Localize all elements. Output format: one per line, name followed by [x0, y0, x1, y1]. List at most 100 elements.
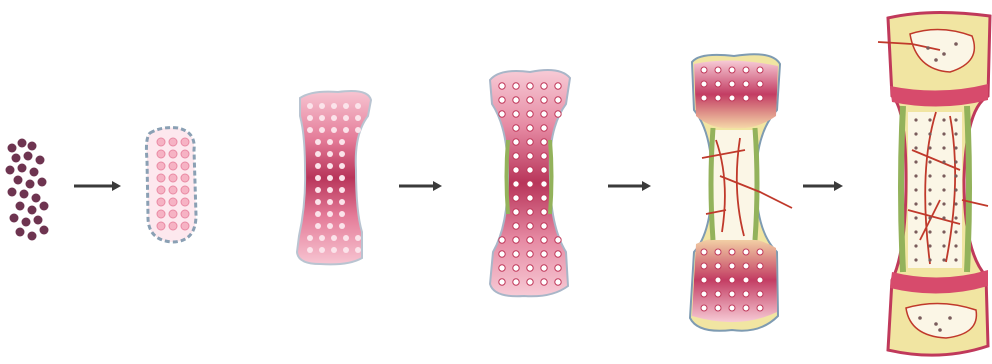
cell-dot	[928, 216, 931, 219]
cell-dot	[307, 115, 313, 121]
cell-dot	[928, 230, 931, 233]
cell-dot	[327, 139, 333, 145]
cell-dot	[942, 146, 945, 149]
cell-dot	[343, 127, 349, 133]
cell-dot	[527, 223, 533, 229]
cell-dot	[339, 223, 345, 229]
cell-dot	[729, 81, 735, 87]
cell-dot	[14, 176, 23, 185]
cell-dot	[743, 263, 749, 269]
cell-dot	[343, 247, 349, 253]
cell-dot	[729, 67, 735, 73]
cell-dot	[555, 111, 561, 117]
cell-dot	[513, 237, 519, 243]
cell-dot	[715, 81, 721, 87]
cell-dot	[541, 83, 547, 89]
cell-dot	[181, 150, 189, 158]
cell-dot	[928, 258, 931, 261]
cell-dot	[914, 132, 917, 135]
cell-dot	[555, 97, 561, 103]
cell-dot	[327, 223, 333, 229]
cell-dot	[331, 235, 337, 241]
cell-dot	[18, 164, 27, 173]
cell-dot	[513, 125, 519, 131]
cell-dot	[327, 163, 333, 169]
cell-dot	[928, 244, 931, 247]
stage-secondary-ossification	[878, 12, 990, 355]
cell-dot	[339, 211, 345, 217]
cell-dot	[8, 144, 17, 153]
cell-dot	[20, 190, 29, 199]
cell-dot	[499, 251, 505, 257]
cell-dot	[499, 237, 505, 243]
cell-dot	[942, 174, 945, 177]
cell-dot	[339, 163, 345, 169]
cell-dot	[157, 186, 165, 194]
cell-dot	[934, 58, 938, 62]
cell-dot	[918, 316, 922, 320]
cell-dot	[701, 305, 707, 311]
cell-dot	[934, 322, 938, 326]
cell-dot	[12, 154, 21, 163]
cell-dot	[942, 160, 945, 163]
cell-dot	[513, 97, 519, 103]
cell-dot	[729, 95, 735, 101]
cell-dot	[555, 237, 561, 243]
cell-dot	[181, 174, 189, 182]
cell-dot	[715, 67, 721, 73]
cell-dot	[701, 277, 707, 283]
cell-dot	[541, 209, 547, 215]
cell-dot	[157, 162, 165, 170]
cell-dot	[954, 216, 957, 219]
cell-dot	[541, 139, 547, 145]
cell-dot	[513, 279, 519, 285]
cell-dot	[954, 202, 957, 205]
cell-dot	[942, 118, 945, 121]
cell-dot	[954, 230, 957, 233]
cell-dot	[914, 202, 917, 205]
cell-dot	[743, 95, 749, 101]
cell-dot	[315, 139, 321, 145]
cell-dot	[157, 222, 165, 230]
cell-dot	[701, 81, 707, 87]
cell-dot	[8, 188, 17, 197]
cell-dot	[527, 125, 533, 131]
cell-dot	[38, 178, 47, 187]
cell-dot	[355, 103, 361, 109]
cell-dot	[541, 223, 547, 229]
cell-dot	[729, 263, 735, 269]
cell-dot	[914, 258, 917, 261]
cell-dot	[181, 222, 189, 230]
cell-dot	[315, 199, 321, 205]
stage-mesenchymal-cells	[6, 139, 49, 241]
cell-dot	[715, 291, 721, 297]
cell-dot	[914, 118, 917, 121]
cell-dot	[541, 153, 547, 159]
arrow-icon	[74, 181, 121, 191]
cell-dot	[499, 111, 505, 117]
cell-dot	[954, 118, 957, 121]
cell-dot	[339, 151, 345, 157]
stage-bone-collar	[490, 70, 570, 296]
cell-dot	[743, 305, 749, 311]
cell-dot	[513, 195, 519, 201]
cell-dot	[319, 103, 325, 109]
cell-dot	[327, 151, 333, 157]
cell-dot	[541, 251, 547, 257]
cell-dot	[339, 187, 345, 193]
cell-dot	[914, 146, 917, 149]
cell-dot	[743, 67, 749, 73]
cell-dot	[343, 235, 349, 241]
cell-dot	[541, 167, 547, 173]
cell-dot	[954, 132, 957, 135]
cell-dot	[355, 127, 361, 133]
cell-dot	[169, 162, 177, 170]
cell-dot	[327, 199, 333, 205]
cell-dot	[40, 202, 49, 211]
cell-dot	[181, 186, 189, 194]
cell-dot	[181, 138, 189, 146]
cell-dot	[28, 232, 37, 241]
cell-dot	[757, 81, 763, 87]
cell-dot	[527, 237, 533, 243]
cell-dot	[315, 175, 321, 181]
